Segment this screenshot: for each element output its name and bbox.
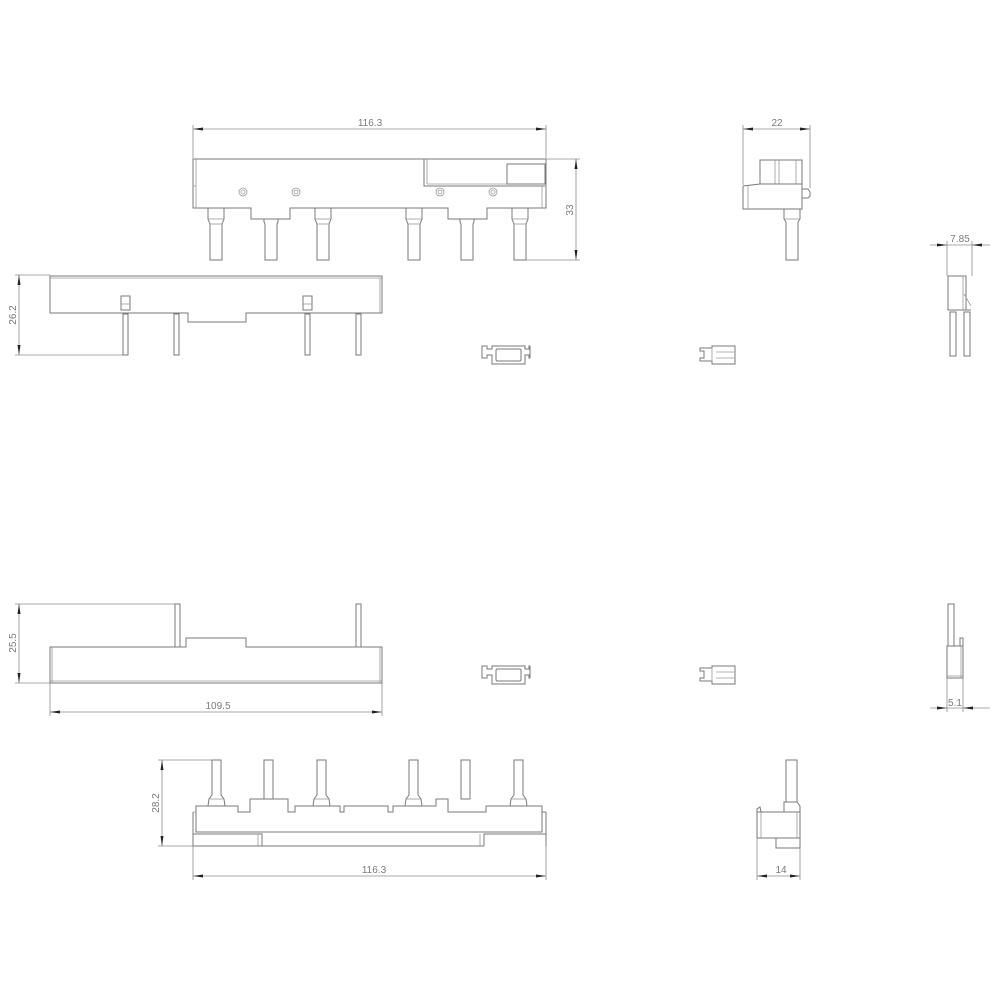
front-view-top: 116.3 [192, 118, 580, 261]
dim-label-width-top: 116.3 [358, 118, 383, 129]
dim-label-width-bottom: 116.3 [362, 865, 387, 876]
mounting-hole-icons [238, 187, 498, 197]
end-view-lower: 5.1 [930, 603, 990, 712]
clip-part-lower-left [481, 665, 531, 685]
dim-label-width-lower: 109.5 [205, 701, 230, 712]
dim-label-height-top: 33 [565, 204, 576, 216]
dim-label-width-side: 22 [771, 118, 783, 129]
dim-label-height-bottom: 28.2 [151, 793, 162, 813]
top-view-upper: 26.2 [8, 274, 383, 356]
bottom-view-lower: 25.5 109.5 [8, 603, 383, 716]
clip-part-upper-left [481, 345, 531, 365]
dim-label-height-lower: 25.5 [8, 633, 19, 653]
side-view-bottom: 14 [756, 759, 801, 880]
end-view-top: 7.85 [930, 234, 990, 357]
clip-part-lower-right [699, 665, 736, 685]
dim-label-height-upper: 26.2 [8, 305, 19, 325]
rear-view-bottom: 28.2 116.3 [151, 759, 547, 880]
dim-label-width-end-lower: 5.1 [948, 698, 962, 709]
clip-part-upper-right [699, 345, 736, 365]
dim-label-width-end: 7.85 [950, 234, 970, 245]
side-view-top: 22 [742, 118, 811, 261]
pins-top [207, 208, 529, 261]
dim-label-width-side-lower: 14 [775, 865, 787, 876]
